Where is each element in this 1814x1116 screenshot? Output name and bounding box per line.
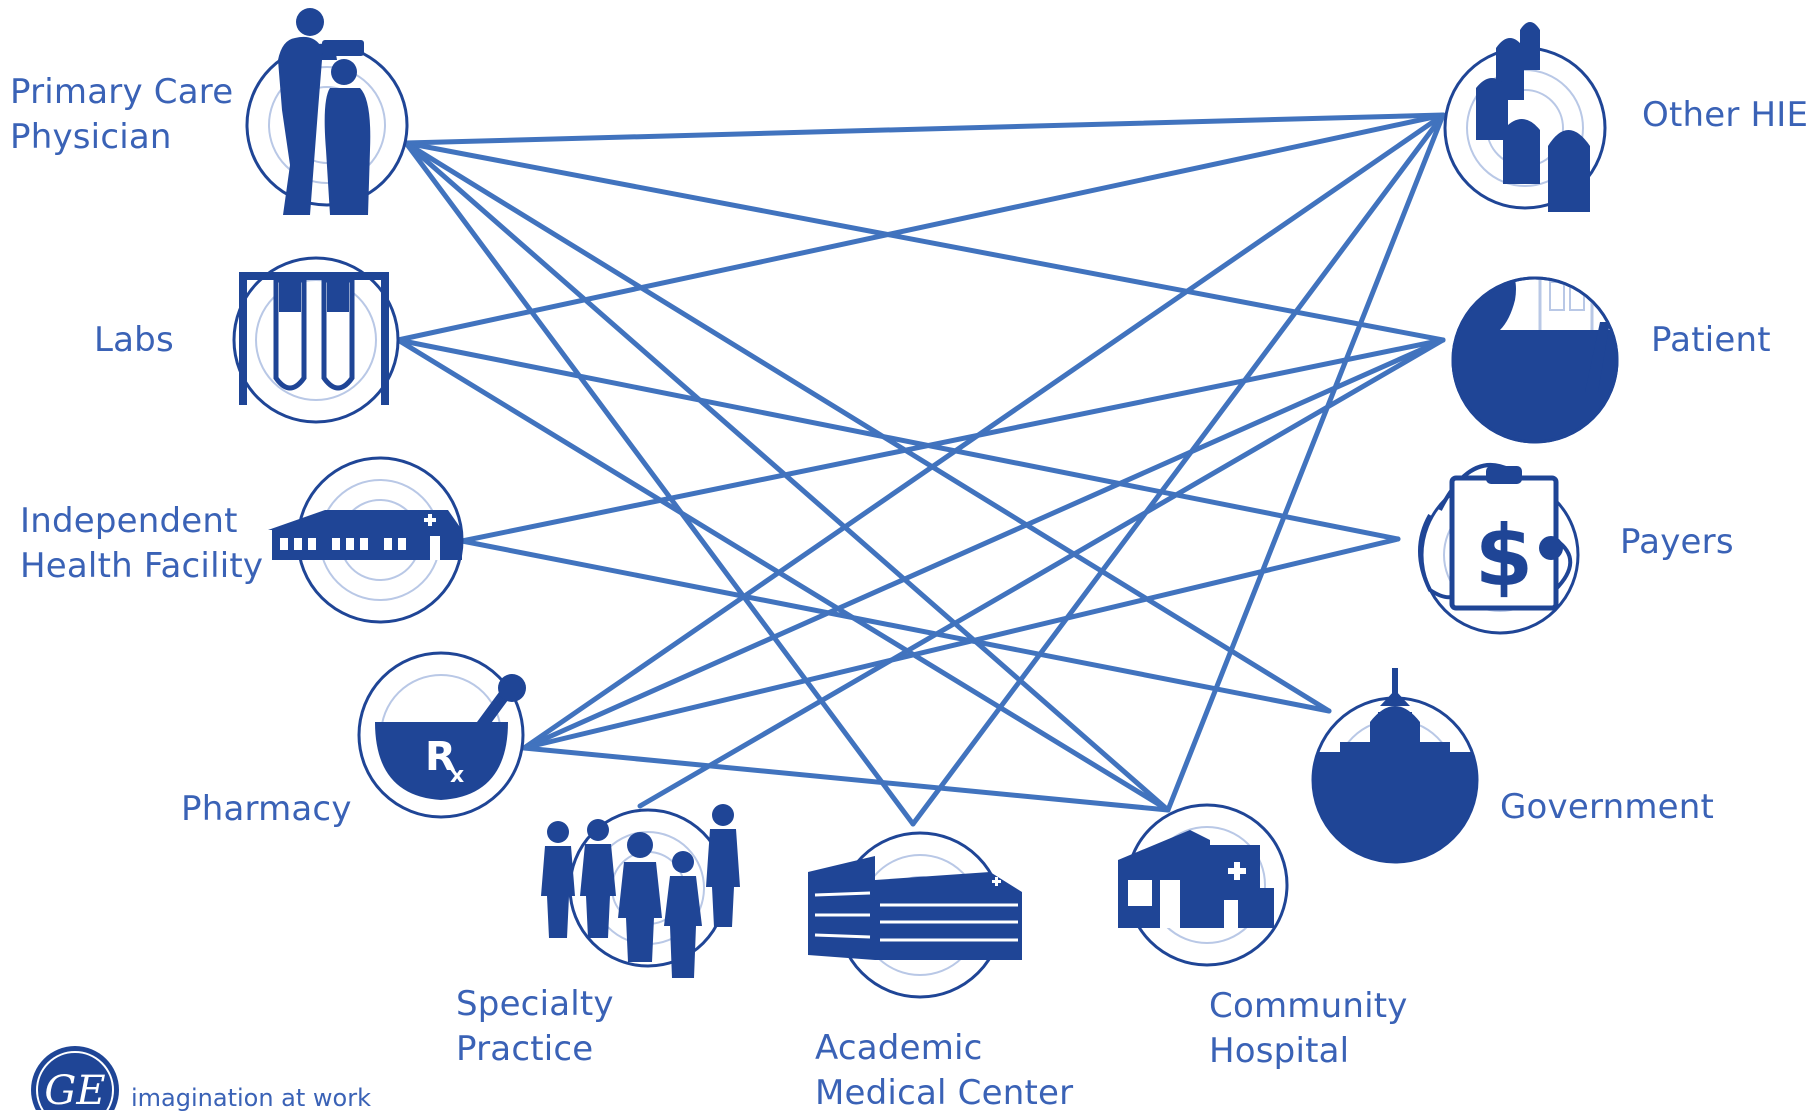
label-government: Government (1500, 787, 1715, 827)
brand-tagline: imagination at work (131, 1084, 371, 1112)
mortar-pestle-rx-icon: R x (357, 651, 526, 819)
connection-pcp-patient (403, 140, 1446, 343)
connection-labs-payers (395, 337, 1401, 542)
label-labs: Labs (94, 320, 174, 360)
label-specialty-practice: Specialty Practice (456, 984, 614, 1069)
test-tubes-icon (232, 256, 400, 424)
people-group-icon (541, 804, 740, 978)
label-primary-care-physician: Primary Care Physician (10, 72, 234, 157)
connection-pharmacy-patient (521, 337, 1446, 751)
hospital-icon (1118, 803, 1289, 967)
svg-text:R: R (425, 734, 456, 780)
connection-ihf-patient (459, 337, 1446, 544)
medical-center-icon (808, 831, 1022, 999)
ge-logo-icon: GE (31, 1046, 119, 1110)
connection-specialty-patient (637, 337, 1446, 809)
connection-labs-other_hie (395, 112, 1446, 343)
connection-pharmacy-community (521, 745, 1171, 813)
label-independent-health-facility: Independent Health Facility (20, 501, 264, 586)
label-academic-medical-center: Academic Medical Center (815, 1028, 1074, 1113)
svg-text:x: x (450, 763, 464, 788)
connection-lines (395, 112, 1446, 827)
label-community-hospital: Community Hospital (1209, 986, 1408, 1071)
connection-pharmacy-other_hie (521, 112, 1446, 751)
dollar-clipboard-icon: $ (1418, 463, 1580, 635)
svg-text:GE: GE (44, 1068, 105, 1110)
label-pharmacy: Pharmacy (181, 789, 352, 829)
servers-icon (1443, 22, 1607, 212)
label-other-hie: Other HIE (1642, 95, 1809, 135)
connection-pcp-other_hie (403, 112, 1446, 146)
label-payers: Payers (1620, 522, 1734, 562)
label-patient: Patient (1651, 320, 1771, 360)
patient-computer-icon (1451, 276, 1619, 444)
connection-pcp-academic (403, 140, 916, 827)
connection-pcp-government (403, 140, 1332, 714)
connection-academic-other_hie (910, 112, 1446, 827)
capitol-icon (1311, 668, 1479, 864)
physician-icon (245, 8, 409, 215)
connection-pharmacy-payers (521, 536, 1401, 751)
connection-labs-community (395, 337, 1171, 813)
connection-ihf-government (459, 538, 1332, 714)
connection-community-other_hie (1165, 112, 1446, 813)
svg-text:$: $ (1475, 507, 1533, 605)
building-icon (268, 456, 464, 624)
